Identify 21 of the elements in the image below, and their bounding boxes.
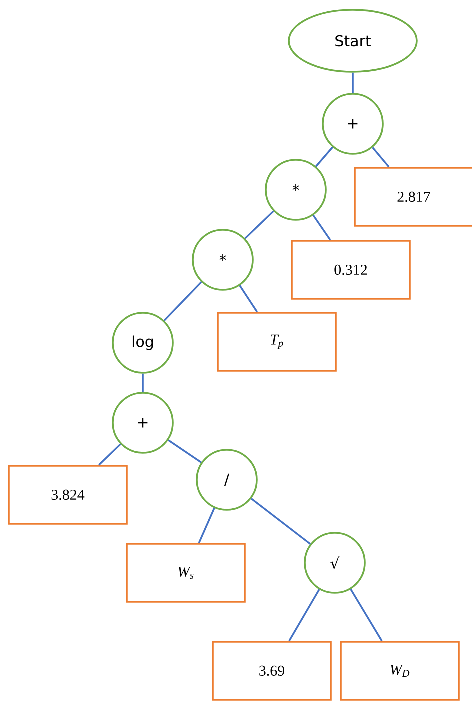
value-box: 3.69: [212, 641, 332, 701]
connector-line: [250, 498, 312, 545]
connector-line: [312, 214, 332, 241]
connector-line: [164, 282, 202, 322]
connector-line: [316, 146, 334, 168]
connector-line: [244, 210, 274, 240]
connector-line: [239, 285, 258, 313]
connector-line: [352, 72, 354, 94]
value-box: 2.817: [354, 167, 472, 227]
connector-line: [142, 374, 144, 392]
connector-line: [350, 589, 383, 642]
value-box: 3.824: [8, 465, 128, 525]
value-box: W$_{D}$: [340, 641, 460, 701]
connector-line: [168, 440, 202, 464]
value-box: 0.312: [291, 240, 411, 300]
connector-line: [372, 147, 390, 168]
connector-line: [98, 444, 122, 466]
connector-line: [198, 508, 216, 544]
connector-line: [288, 589, 320, 642]
value-box: W$_{s}$: [126, 543, 246, 603]
value-box: T$_{p}$: [217, 312, 337, 372]
